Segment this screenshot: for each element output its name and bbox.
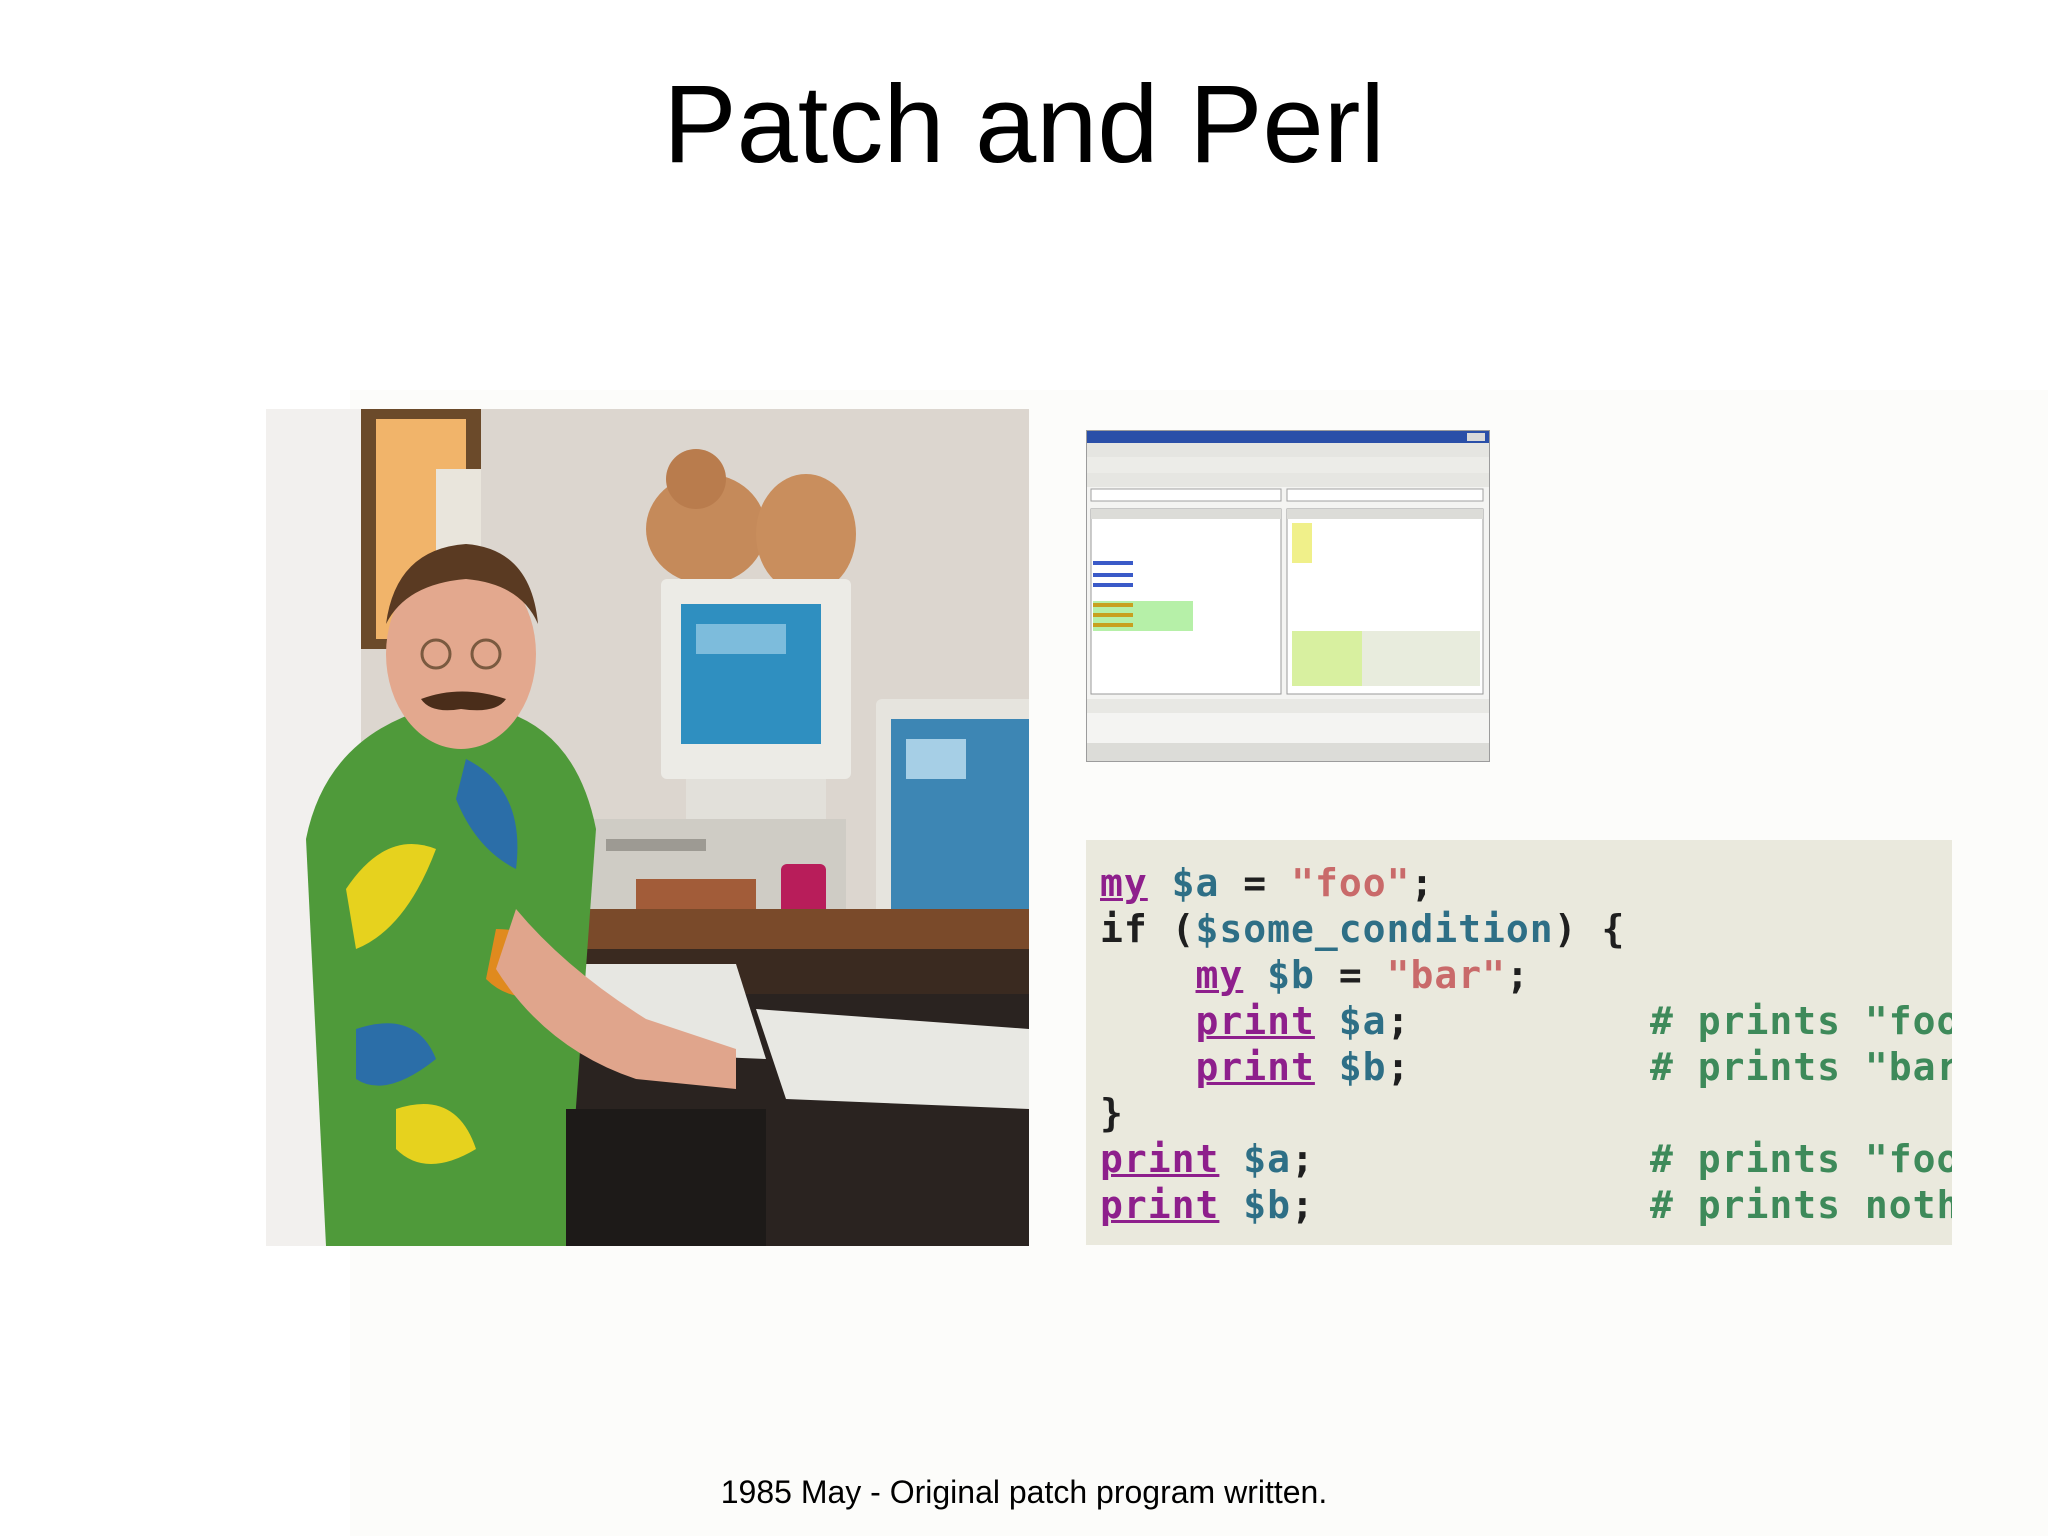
code-comment: # prints "foo" (1650, 999, 1952, 1043)
code-line: print $a;# prints "foo" (1100, 998, 1952, 1044)
code-variable: $a (1171, 861, 1220, 905)
slide-title: Patch and Perl (663, 63, 1385, 186)
code-keyword: my (1195, 953, 1244, 997)
diff-tool-window-illustration (1087, 431, 1489, 761)
code-keyword: my (1100, 861, 1148, 905)
code-line: print $b;# prints "bar" (1100, 1044, 1952, 1090)
code-variable: $b (1243, 1183, 1292, 1227)
code-keyword: print (1100, 1183, 1220, 1227)
code-variable: $some_condition (1195, 907, 1554, 951)
code-line: if ($some_condition) { (1100, 907, 1626, 951)
code-variable: $b (1267, 953, 1315, 997)
code-comment: # prints nothi (1650, 1183, 1952, 1227)
code-line: my $b = "bar"; (1195, 953, 1530, 997)
code-line: my $a = "foo"; (1100, 861, 1435, 905)
code-variable: $a (1243, 1137, 1292, 1181)
slide-caption: 1985 May - Original patch program writte… (720, 1474, 1328, 1510)
code-line: print $b;# prints nothi (1100, 1182, 1952, 1228)
code-line: } (1100, 1091, 1124, 1135)
code-keyword: print (1195, 1045, 1315, 1089)
code-comment: # prints "bar" (1650, 1045, 1952, 1089)
diff-tool-screenshot (1086, 430, 1490, 762)
programmer-photo (266, 409, 1029, 1246)
code-variable: $b (1338, 1045, 1387, 1089)
code-keyword: print (1100, 1137, 1220, 1181)
code-line: print $a;# prints "foo" (1100, 1136, 1952, 1182)
perl-code-sample: my $a = "foo"; if ($some_condition) { my… (1086, 840, 1952, 1245)
code-variable: $a (1338, 999, 1387, 1043)
code-string: "foo" (1291, 861, 1411, 905)
code-keyword: print (1195, 999, 1315, 1043)
code-comment: # prints "foo" (1650, 1137, 1952, 1181)
code-string: "bar" (1386, 953, 1506, 997)
programmer-photo-illustration (266, 409, 1029, 1246)
